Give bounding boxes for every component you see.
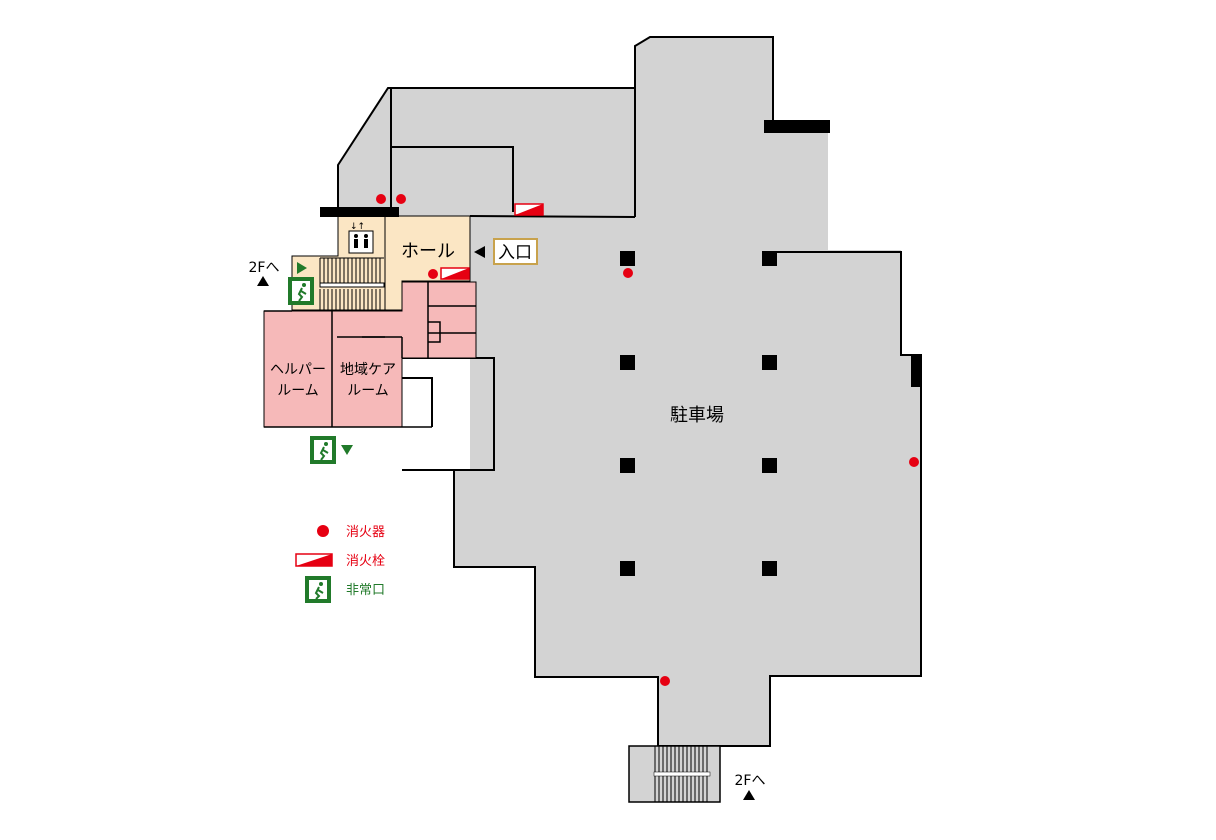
hydrant-icon bbox=[514, 203, 544, 216]
up-arrow-icon bbox=[743, 790, 755, 800]
exit-direction-arrow-icon bbox=[297, 262, 307, 274]
fire-extinguisher-icon bbox=[376, 194, 386, 204]
hydrant-icon bbox=[295, 553, 333, 567]
stairs-up-label-bottom: 2Fへ bbox=[735, 773, 766, 789]
columns bbox=[620, 251, 777, 576]
stairs-left bbox=[319, 257, 385, 310]
fire-extinguisher-icon bbox=[428, 269, 438, 279]
entrance-arrow-icon bbox=[474, 246, 485, 258]
map-legend: 消火器 消火栓 非常口 bbox=[295, 525, 385, 603]
stairs-up-label-left: 2Fへ bbox=[249, 260, 280, 276]
care-room-label-line2: ルーム bbox=[347, 383, 389, 399]
fire-extinguisher-icon bbox=[623, 268, 633, 278]
helper-room-label-line1: ヘルパー bbox=[270, 362, 326, 378]
fire-extinguisher-markers bbox=[376, 194, 919, 686]
emergency-exit-icon bbox=[305, 576, 331, 603]
wall-block bbox=[911, 356, 922, 387]
hall-label: ホール bbox=[401, 241, 455, 262]
legend-hydrant-label: 消火栓 bbox=[346, 554, 385, 569]
elevator-icon: ↓↑ bbox=[348, 222, 374, 254]
emergency-exit-icon bbox=[310, 436, 336, 464]
up-arrow-icon bbox=[257, 276, 269, 286]
fire-extinguisher-icon bbox=[660, 676, 670, 686]
helper-room-label-line2: ルーム bbox=[277, 383, 319, 399]
legend-extinguisher-label: 消火器 bbox=[346, 525, 385, 540]
entrance-label: 入口 bbox=[498, 243, 532, 263]
hydrant-icon bbox=[440, 267, 470, 280]
wall-block bbox=[320, 207, 399, 217]
fire-extinguisher-icon bbox=[396, 194, 406, 204]
entrance-box bbox=[493, 238, 538, 265]
fire-extinguisher-icon bbox=[317, 525, 329, 537]
wall-block bbox=[764, 120, 830, 133]
building-walls bbox=[337, 36, 922, 747]
emergency-exit-icon bbox=[288, 277, 314, 305]
svg-text:↓↑: ↓↑ bbox=[350, 222, 365, 232]
exit-direction-arrow-icon bbox=[341, 445, 353, 455]
legend-exit-label: 非常口 bbox=[346, 583, 385, 598]
fire-extinguisher-icon bbox=[909, 457, 919, 467]
building-floor bbox=[338, 37, 921, 746]
stairs-bottom bbox=[628, 745, 721, 803]
parking-label: 駐車場 bbox=[670, 405, 724, 426]
care-room-label-line1: 地域ケア bbox=[340, 362, 396, 378]
room-partitions bbox=[264, 282, 476, 428]
